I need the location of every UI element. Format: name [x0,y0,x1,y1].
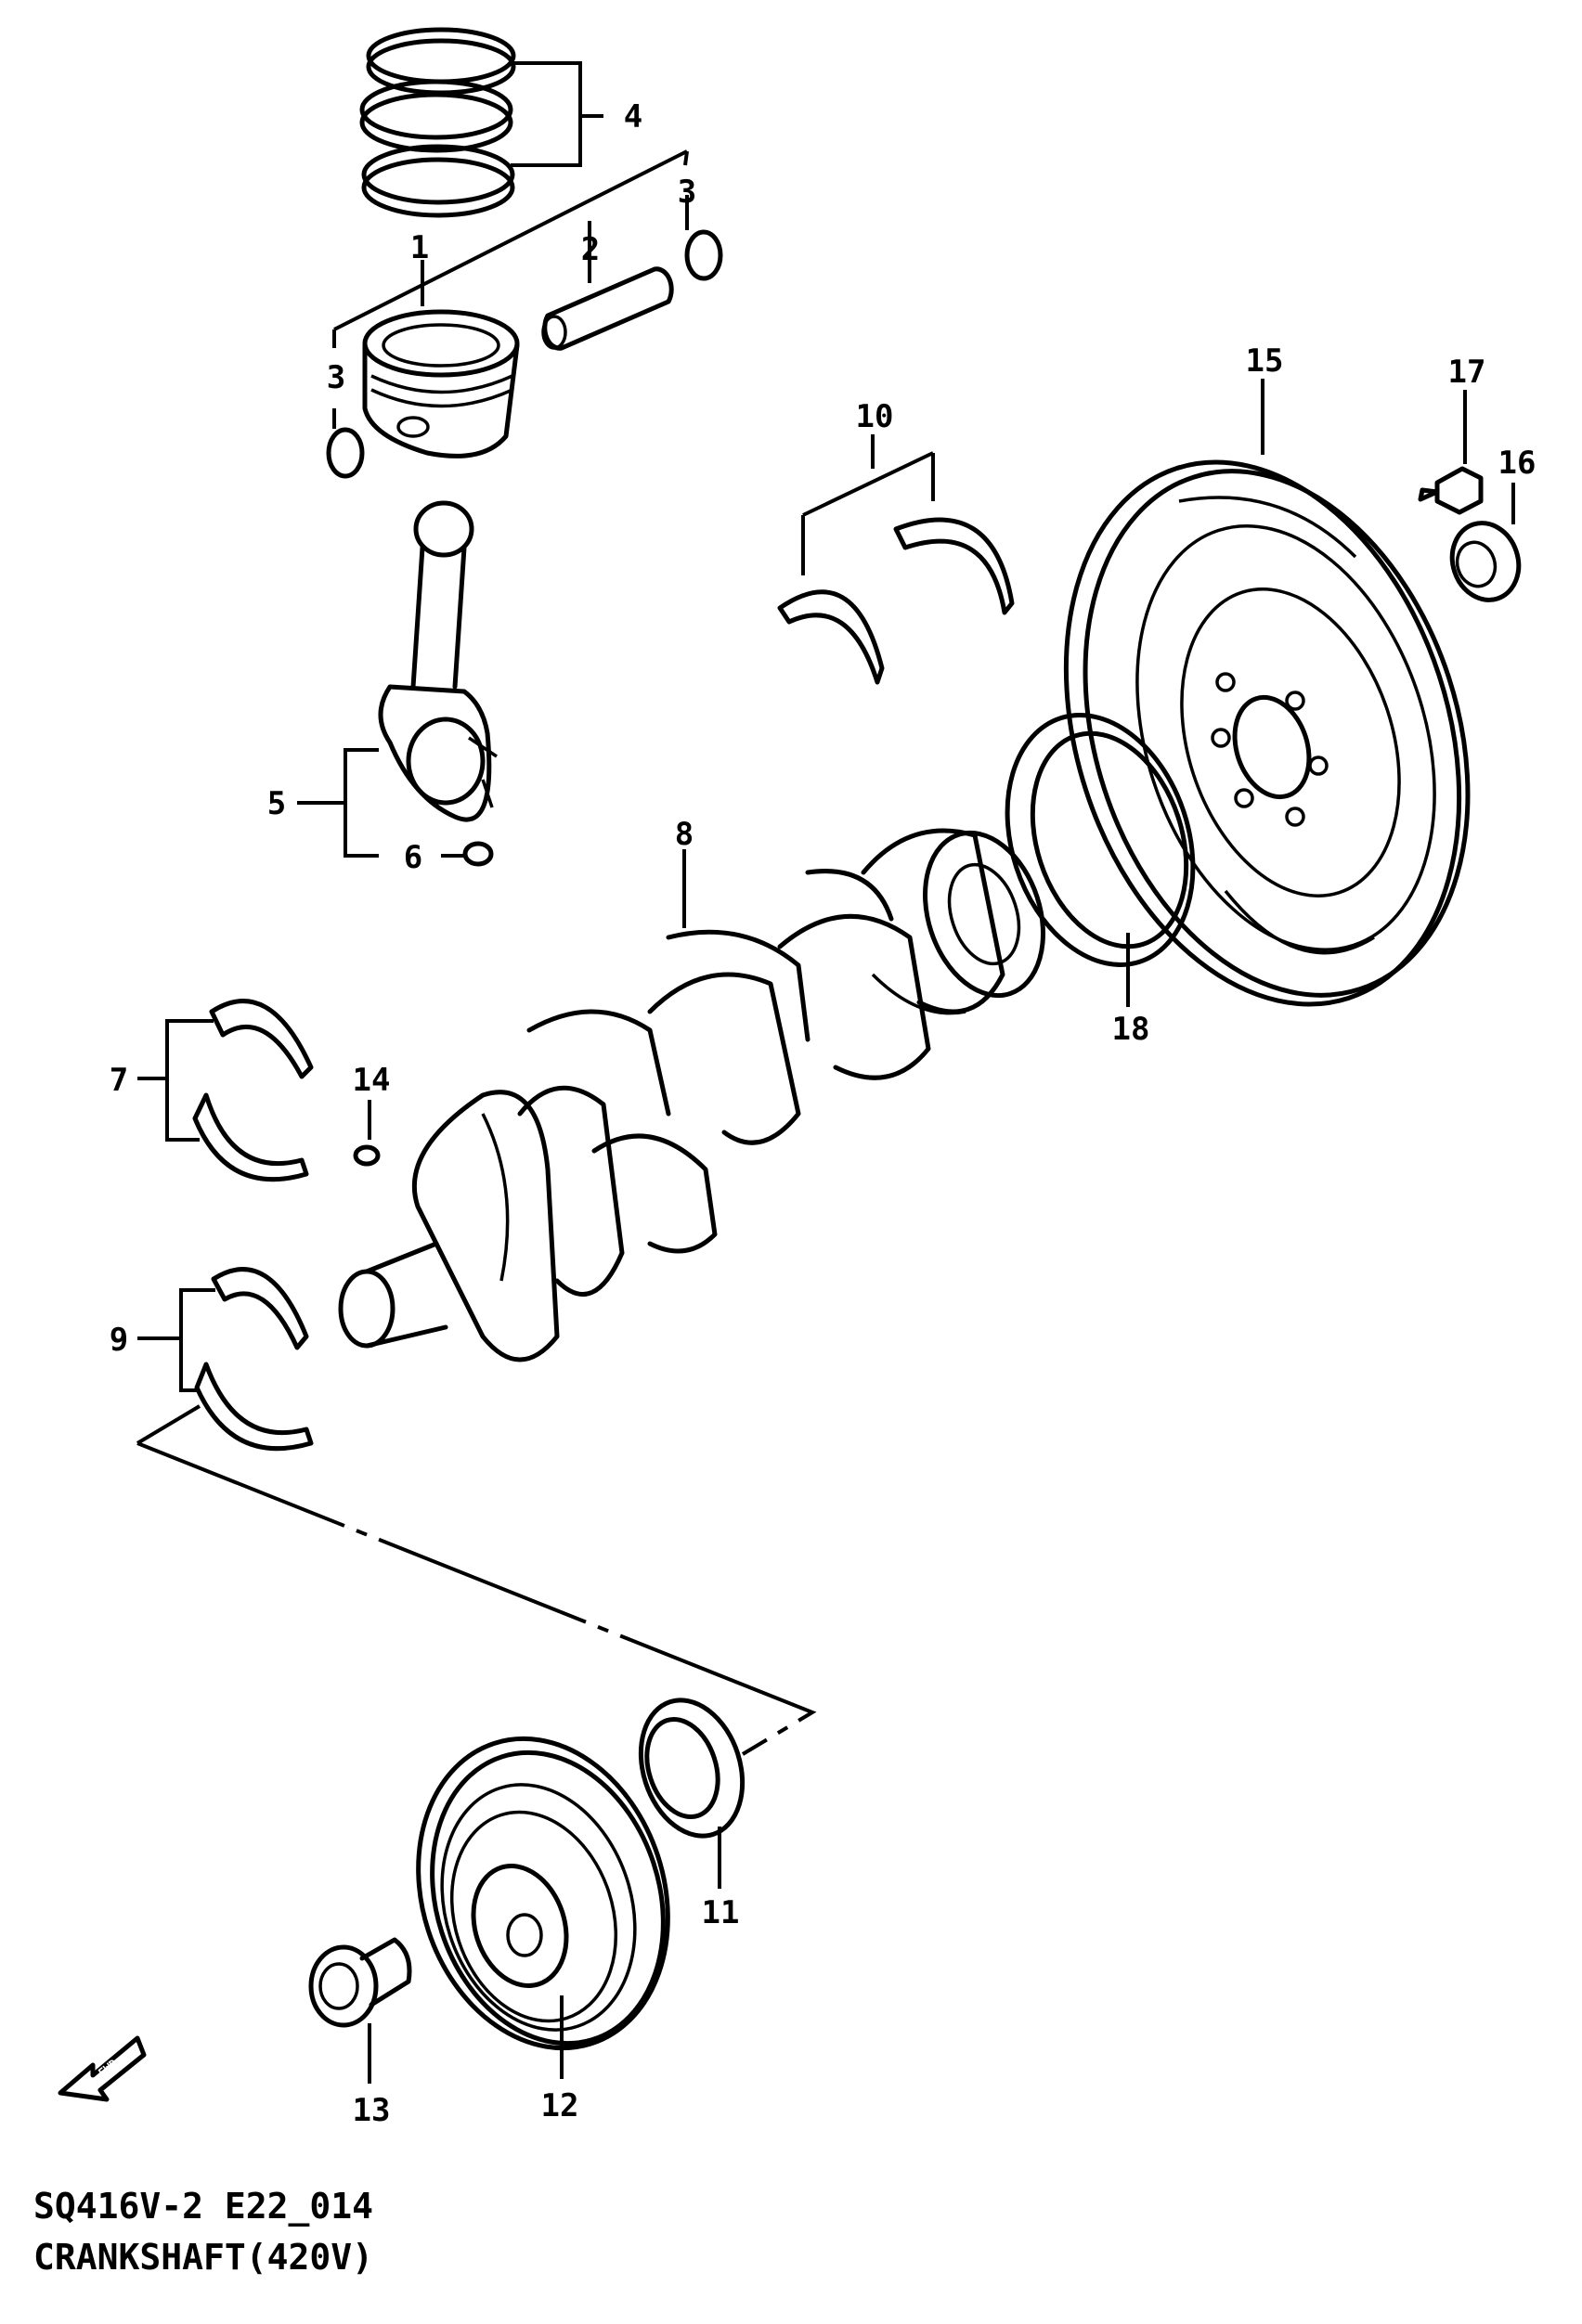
piston-pin-snap-ring-left [326,427,365,479]
callout-4: 4 [624,98,642,136]
callout-8: 8 [675,816,694,853]
callout-18: 18 [1112,1011,1150,1048]
callout-9: 9 [110,1322,128,1359]
callout-16: 16 [1498,445,1537,482]
callout-13: 13 [353,2092,391,2129]
callout-2: 2 [581,231,600,268]
callout-3-lower: 3 [327,359,345,396]
callout-11: 11 [702,1894,740,1931]
callout-6: 6 [404,839,422,876]
connecting-rod [378,500,498,822]
callout-5: 5 [267,785,286,822]
piston-pin [541,266,674,351]
callout-14: 14 [353,1062,391,1099]
input-shaft-pilot-bearing [1449,521,1522,602]
piston-ring-set [359,27,516,218]
crankshaft-thrust-bearing-lower [893,517,1015,615]
flywheel [1063,459,1471,1007]
crankshaft-main-bearing-upper-set [192,999,314,1182]
diagram-title: CRANKSHAFT(420V) [33,2237,374,2278]
callout-10: 10 [856,398,894,435]
crankshaft-pulley [416,1736,670,2051]
callout-15: 15 [1246,342,1284,380]
callout-17: 17 [1448,354,1486,391]
crankshaft-main-bearing-lower-set [194,1267,314,1452]
front-direction-arrow-icon: FWD [58,2035,147,2102]
callout-1: 1 [410,229,429,266]
crankshaft-thrust-bearing-upper [777,589,885,685]
callout-3-upper: 3 [678,174,696,211]
callout-7: 7 [110,1062,128,1099]
piston-pin-snap-ring-right [684,229,723,281]
connecting-rod-nut [462,841,494,867]
flywheel-bolt [1418,466,1484,515]
diagram-code: SQ416V-2 E22_014 [33,2186,374,2227]
crankshaft [338,828,1045,1362]
crankshaft-front-oil-seal [638,1698,746,1839]
callout-12: 12 [541,2087,579,2124]
crankshaft-key [353,1144,381,1167]
crankshaft-rear-oil-seal [1005,713,1196,967]
piston [362,309,520,458]
crankshaft-pulley-bolt [308,1937,412,2028]
